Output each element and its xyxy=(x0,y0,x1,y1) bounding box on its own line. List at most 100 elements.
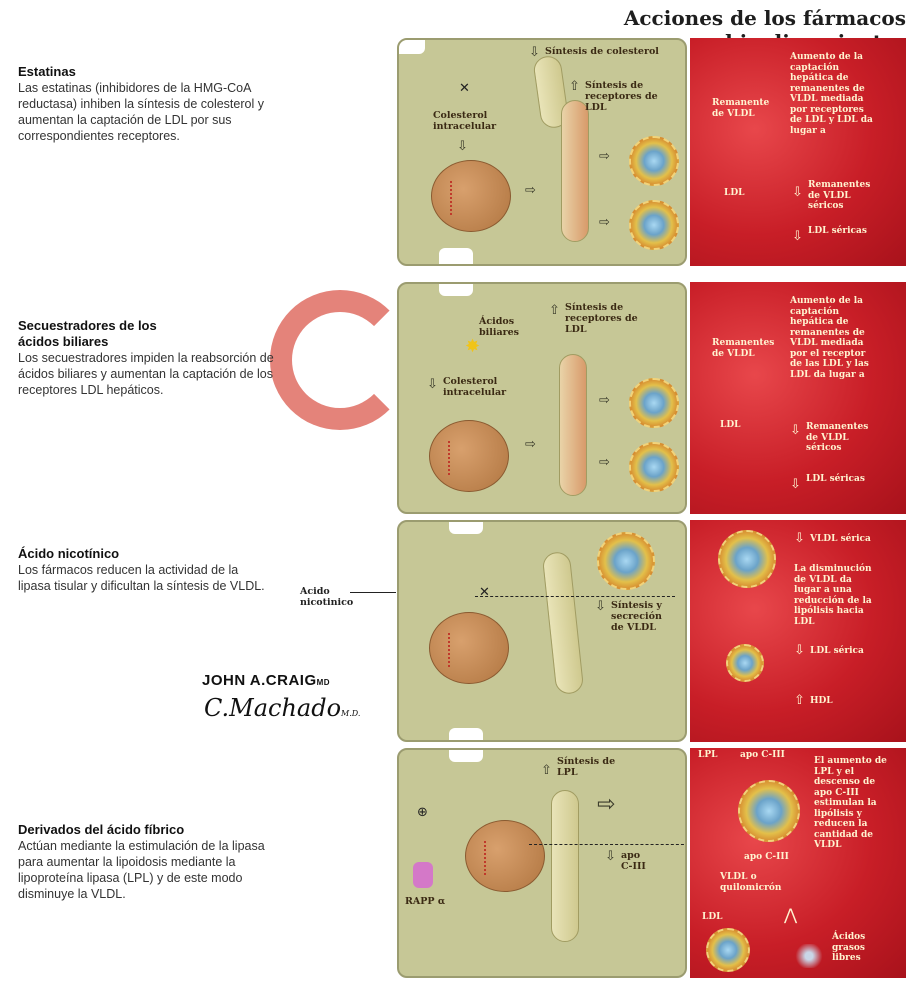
signature-suffix: MD xyxy=(317,678,330,687)
arrow-down-icon: ⇩ xyxy=(529,46,540,59)
fatty-acids-cluster xyxy=(794,944,824,968)
label-remanentes-vldl: Remanentes de VLDL xyxy=(712,338,776,359)
nucleus xyxy=(465,820,545,892)
hepatocyte-panel-secuestradores: Ácidos biliares ✸ ⇧ Síntesis de receptor… xyxy=(397,282,687,514)
label-remanentes-sericos: Remanentes de VLDL séricos xyxy=(808,180,878,212)
vldl-particle xyxy=(718,530,776,588)
label-sintesis-receptores: Síntesis de receptores de LDL xyxy=(585,80,665,113)
arrow-up-icon: ⇧ xyxy=(794,694,805,707)
section-heading: Ácido nicotínico xyxy=(18,546,288,562)
dna-strand xyxy=(448,633,464,667)
section-description: Actúan mediante la estimulación de la li… xyxy=(18,838,288,902)
bile-acid-star-icon: ✸ xyxy=(465,340,480,353)
label-sintesis-receptores: Síntesis de receptores de LDL xyxy=(565,302,645,335)
label-aumento-lpl: El aumento de LPL y el descenso de apo C… xyxy=(814,756,894,851)
endoplasmic-reticulum xyxy=(542,551,585,695)
ldl-particle xyxy=(629,442,679,492)
section-secuestradores-text: Secuestradores de los ácidos biliares Lo… xyxy=(18,318,278,398)
arrow-down-icon: ⇩ xyxy=(792,230,803,243)
blood-panel-fibrico: LPL apo C-III apo C-III El aumento de LP… xyxy=(690,748,906,978)
section-estatinas-text: Estatinas Las estatinas (inhibidores de … xyxy=(18,64,288,144)
label-disminucion-vldl: La disminución de VLDL da lugar a una re… xyxy=(794,564,880,627)
arrow-right-icon: ⇨ xyxy=(599,394,610,407)
section-description: Los fármacos reducen la actividad de la … xyxy=(18,562,268,594)
label-vldl-serica: VLDL sérica xyxy=(810,534,871,545)
signature-suffix: M.D. xyxy=(341,709,360,718)
label-sintesis-lpl: Síntesis de LPL xyxy=(557,756,617,778)
label-colesterol-intracelular: Colesterol intracelular xyxy=(433,110,503,132)
vldl-particle xyxy=(738,780,800,842)
arrow-down-icon: ⇩ xyxy=(790,424,801,437)
label-ldl: LDL xyxy=(720,420,740,431)
dna-strand xyxy=(450,181,466,215)
dna-strand xyxy=(448,441,464,475)
arrow-down-icon: ⇩ xyxy=(427,378,438,391)
arrow-right-icon: ⇨ xyxy=(599,150,610,163)
section-divider xyxy=(397,515,906,519)
membrane-notch xyxy=(397,38,425,54)
label-aumento-captacion: Aumento de la captación hepática de rema… xyxy=(790,52,874,136)
label-ldl-sericas: LDL séricas xyxy=(806,474,866,485)
arrow-right-icon: ⇨ xyxy=(525,438,536,451)
label-sintesis-secrecion: Síntesis y secreción de VLDL xyxy=(611,600,671,633)
label-lpl: LPL xyxy=(698,750,717,761)
label-vldl-quilomicron: VLDL o quilomicrón xyxy=(720,872,784,893)
label-ldl-serica: LDL sérica xyxy=(810,646,864,657)
arrow-down-icon: ⇩ xyxy=(792,186,803,199)
signature-name: JOHN A.CRAIG xyxy=(202,672,317,689)
label-ldl-sericas: LDL séricas xyxy=(808,226,868,237)
blood-panel-secuestradores: Remanentes de VLDL Aumento de la captaci… xyxy=(690,282,906,514)
section-divider xyxy=(397,743,906,747)
label-ldl: LDL xyxy=(724,188,744,199)
ldl-particle xyxy=(726,644,764,682)
arrow-down-icon: ⇩ xyxy=(595,600,606,613)
membrane-notch xyxy=(449,748,483,762)
nucleus xyxy=(429,420,509,492)
label-hdl: HDL xyxy=(810,696,833,707)
label-remanente-vldl: Remanente de VLDL xyxy=(712,98,772,119)
inhibition-x-icon: ✕ xyxy=(479,586,490,599)
dashed-pathway xyxy=(475,596,675,597)
section-fibrico-text: Derivados del ácido fíbrico Actúan media… xyxy=(18,822,288,902)
membrane-notch xyxy=(439,282,473,296)
label-acido-nicotinico: Acido nicotinico xyxy=(300,586,356,608)
label-colesterol-intracelular: Colesterol intracelular xyxy=(443,376,513,398)
arrow-down-icon: ⇩ xyxy=(794,532,805,545)
section-heading: Estatinas xyxy=(18,64,288,80)
label-acidos-biliares: Ácidos biliares xyxy=(479,316,529,338)
hepatocyte-panel-fibrico: ⇧ Síntesis de LPL ⊕ RAPP α ⇨ ⇩ apo C-III xyxy=(397,748,687,978)
branch-arrow-icon: ⋀ xyxy=(784,908,797,921)
vldl-particle xyxy=(597,532,655,590)
nucleus xyxy=(431,160,511,232)
endoplasmic-reticulum xyxy=(559,354,587,496)
blood-panel-estatinas: Remanente de VLDL Aumento de la captació… xyxy=(690,38,906,266)
blood-panel-nicotinico: ⇩ VLDL sérica La disminución de VLDL da … xyxy=(690,520,906,742)
arrow-down-icon: ⇩ xyxy=(457,140,468,153)
membrane-notch xyxy=(449,728,483,742)
label-apo-c3: apo C-III xyxy=(621,850,651,872)
label-ldl: LDL xyxy=(702,912,722,923)
arrow-down-icon: ⇩ xyxy=(790,478,801,491)
arrow-right-icon: ⇨ xyxy=(525,184,536,197)
arrow-down-icon: ⇩ xyxy=(605,850,616,863)
inhibition-x-icon: ✕ xyxy=(459,82,470,95)
dna-strand xyxy=(484,841,500,875)
arrow-up-icon: ⇧ xyxy=(549,304,560,317)
pointer-line xyxy=(350,592,396,593)
ldl-particle xyxy=(629,136,679,186)
signature-craig: JOHN A.CRAIGMD xyxy=(202,672,330,689)
ldl-particle xyxy=(629,200,679,250)
hepatocyte-panel-nicotinico: ✕ ⇩ Síntesis y secreción de VLDL xyxy=(397,520,687,742)
ldl-particle xyxy=(706,928,750,972)
intestine-illustration xyxy=(270,290,410,430)
label-sintesis-colesterol: Síntesis de colesterol xyxy=(545,46,659,57)
arrow-up-icon: ⇧ xyxy=(569,80,580,93)
plus-circle-icon: ⊕ xyxy=(417,806,428,819)
section-nicotinico-text: Ácido nicotínico Los fármacos reducen la… xyxy=(18,546,288,594)
arrow-right-icon: ⇨ xyxy=(599,456,610,469)
section-divider xyxy=(397,267,906,271)
arrow-down-icon: ⇩ xyxy=(794,644,805,657)
endoplasmic-reticulum xyxy=(561,100,589,242)
section-description: Los secuestradores impiden la reabsorció… xyxy=(18,350,278,398)
membrane-notch xyxy=(439,248,473,266)
